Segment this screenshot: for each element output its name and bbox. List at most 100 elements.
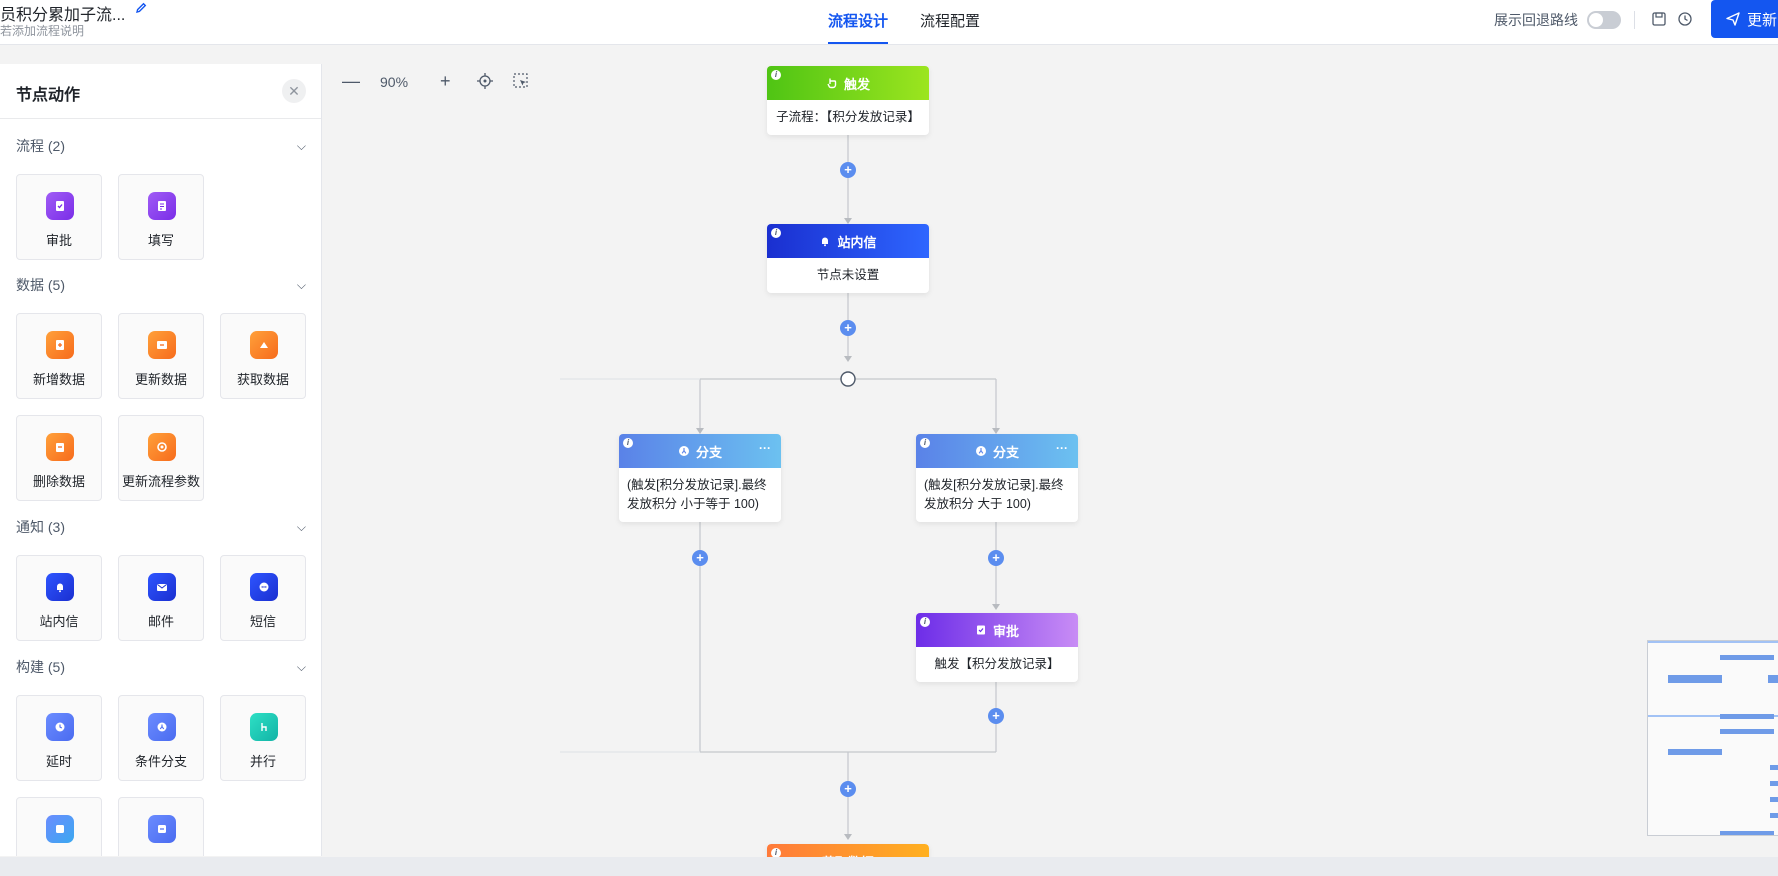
panel-divider: [0, 118, 321, 119]
update-button[interactable]: 更新: [1711, 0, 1778, 38]
action-parallel[interactable]: 并行: [220, 695, 306, 781]
action-label: 条件分支: [134, 754, 187, 769]
action-label: 更新流程参数: [121, 474, 200, 489]
action-build-item-4[interactable]: [16, 797, 102, 856]
locate-icon[interactable]: [476, 72, 494, 90]
action-label: 站内信: [39, 614, 79, 629]
node-actions-panel: 节点动作 ✕ 流程 (2) ⌵ 审批 填写 数据 (5) ⌵ 新增数据 更新数据: [0, 64, 322, 856]
add-node-button[interactable]: +: [840, 162, 856, 178]
more-icon[interactable]: ···: [1056, 441, 1068, 455]
minimap-preview: [1648, 641, 1778, 835]
info-icon[interactable]: i: [623, 438, 633, 448]
minimap[interactable]: [1647, 640, 1778, 836]
approval-node[interactable]: i 审批 触发【积分发放记录】: [916, 613, 1078, 682]
save-icon[interactable]: [1650, 10, 1668, 28]
add-node-button[interactable]: +: [840, 781, 856, 797]
bell-icon: [46, 573, 74, 601]
node-body: (触发[积分发放记录].最终发放积分 小于等于 100): [627, 478, 767, 511]
trigger-node[interactable]: i 触发 子流程：【积分发放记录】: [767, 66, 929, 135]
zoom-out-button[interactable]: —: [342, 71, 360, 91]
action-fill[interactable]: 填写: [118, 174, 204, 260]
flow-title[interactable]: 员积分累加子流...: [0, 7, 126, 24]
node-body: 触发【积分发放记录】: [934, 657, 1060, 671]
edit-icon[interactable]: [134, 1, 148, 15]
node-title: 站内信: [837, 234, 877, 250]
select-area-icon[interactable]: [512, 72, 530, 90]
zoom-in-button[interactable]: +: [440, 71, 451, 91]
update-param-icon: [148, 433, 176, 461]
action-update-data[interactable]: 更新数据: [118, 313, 204, 399]
info-icon[interactable]: i: [920, 438, 930, 448]
chevron-down-icon: ⌵: [296, 519, 306, 534]
bell-icon: [822, 237, 829, 247]
add-node-button[interactable]: +: [988, 708, 1004, 724]
action-build-item-5[interactable]: [118, 797, 204, 856]
history-icon[interactable]: [1676, 10, 1694, 28]
section-flow[interactable]: 流程 (2) ⌵: [16, 136, 306, 156]
node-body: (触发[积分发放记录].最终发放积分 大于 100): [924, 478, 1064, 511]
action-get-data[interactable]: 获取数据: [220, 313, 306, 399]
info-icon[interactable]: i: [920, 617, 930, 627]
delay-icon: [46, 713, 74, 741]
send-icon: [1726, 12, 1740, 26]
info-icon[interactable]: i: [771, 70, 781, 80]
update-label: 更新: [1747, 11, 1778, 29]
top-header: 员积分累加子流... 若添加流程说明 流程设计 流程配置 展示回退路线 更新: [0, 0, 1778, 45]
parallel-icon: [250, 713, 278, 741]
section-build[interactable]: 构建 (5) ⌵: [16, 657, 306, 677]
info-icon[interactable]: i: [771, 228, 781, 238]
close-icon[interactable]: ✕: [282, 79, 306, 103]
node-body: 子流程：【积分发放记录】: [776, 110, 920, 124]
action-label: 更新数据: [134, 372, 187, 387]
action-add-data[interactable]: 新增数据: [16, 313, 102, 399]
rollback-toggle[interactable]: [1587, 11, 1621, 29]
action-sms[interactable]: 短信: [220, 555, 306, 641]
section-data[interactable]: 数据 (5) ⌵: [16, 275, 306, 295]
action-approval[interactable]: 审批: [16, 174, 102, 260]
branch-icon: [148, 713, 176, 741]
action-delay[interactable]: 延时: [16, 695, 102, 781]
action-delete-data[interactable]: 删除数据: [16, 415, 102, 501]
chevron-down-icon: ⌵: [296, 659, 306, 674]
action-condition-branch[interactable]: 条件分支: [118, 695, 204, 781]
tab-flow-config[interactable]: 流程配置: [920, 13, 981, 30]
chevron-down-icon: ⌵: [296, 277, 306, 292]
node-body: 节点未设置: [816, 268, 880, 282]
tab-flow-design[interactable]: 流程设计: [828, 0, 889, 45]
section-label: 数据 (5): [16, 277, 65, 293]
action-label: 审批: [45, 233, 72, 248]
add-node-button[interactable]: +: [692, 550, 708, 566]
flow-description[interactable]: 若添加流程说明: [0, 24, 85, 38]
node-title: 触发: [843, 76, 870, 92]
node-title: 分支: [695, 444, 722, 460]
add-node-button[interactable]: +: [840, 320, 856, 336]
sms-icon: [250, 573, 278, 601]
node-header: i 分支 ···: [916, 434, 1078, 468]
branch-icon: [975, 446, 986, 456]
node-title: 审批: [992, 623, 1019, 639]
action-label: 获取数据: [236, 372, 289, 387]
node-header: i 触发: [767, 66, 929, 100]
section-label: 构建 (5): [16, 659, 65, 675]
action-notice[interactable]: 站内信: [16, 555, 102, 641]
info-icon[interactable]: i: [771, 848, 781, 858]
panel-title: 节点动作: [16, 87, 81, 104]
mail-icon: [148, 573, 176, 601]
subflow-icon: [148, 815, 176, 843]
section-notify[interactable]: 通知 (3) ⌵: [16, 517, 306, 537]
chevron-down-icon: ⌵: [296, 138, 306, 153]
tab-bar: 流程设计 流程配置: [828, 0, 980, 45]
branch-node-left[interactable]: i 分支 ··· (触发[积分发放记录].最终发放积分 小于等于 100): [619, 434, 781, 522]
more-icon[interactable]: ···: [759, 441, 771, 455]
update-data-icon: [148, 331, 176, 359]
action-update-param[interactable]: 更新流程参数: [118, 415, 204, 501]
add-node-button[interactable]: +: [988, 550, 1004, 566]
action-label: 新增数据: [32, 372, 85, 387]
branch-node-right[interactable]: i 分支 ··· (触发[积分发放记录].最终发放积分 大于 100): [916, 434, 1078, 522]
action-label: 邮件: [147, 614, 174, 629]
approval-icon: [976, 625, 985, 635]
section-label: 通知 (3): [16, 519, 65, 535]
action-mail[interactable]: 邮件: [118, 555, 204, 641]
notice-node[interactable]: i 站内信 节点未设置: [767, 224, 929, 293]
loop-icon: [46, 815, 74, 843]
